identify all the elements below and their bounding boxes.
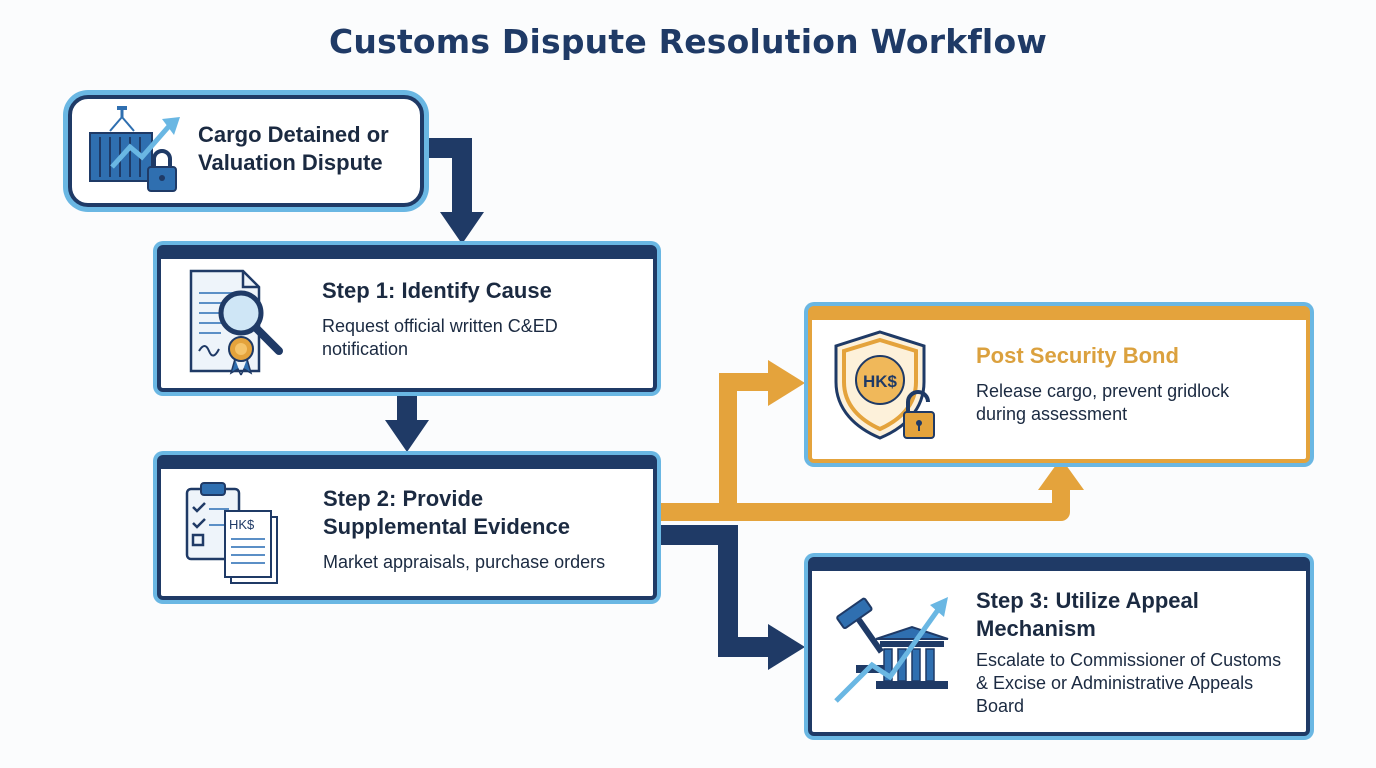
node-step-1: Step 1: Identify Cause Request official …	[157, 245, 657, 392]
shield-padlock-icon: HK$	[834, 330, 935, 440]
node-title: Step 1: Identify Cause	[322, 278, 552, 303]
arrowhead-step2-to-step3	[768, 624, 805, 670]
node-title: Post Security Bond	[976, 343, 1179, 368]
clipboard-checklist-invoice-icon: HK$	[185, 482, 278, 584]
arrow-start-to-step1	[420, 138, 472, 218]
node-title: Step 2: Provide Supplemental Evidence	[323, 486, 570, 539]
node-step-2: HK$ Step 2: Provide Supplemental Evidenc…	[157, 455, 657, 600]
arrow-step2-to-step3	[660, 525, 775, 657]
invoice-currency-label: HK$	[229, 517, 255, 532]
shield-currency-label: HK$	[863, 372, 898, 391]
arrowhead-step2-to-bond-side	[768, 360, 805, 406]
node-description: Market appraisals, purchase orders	[323, 552, 606, 572]
document-magnifier-seal-icon	[189, 269, 283, 376]
node-cargo-detained: Cargo Detained or Valuation Dispute	[68, 95, 424, 207]
arrow-step2-to-bond-upper	[660, 373, 775, 521]
node-description: Release cargo, prevent gridlock during a…	[976, 381, 1230, 424]
node-description: Escalate to Commissioner of Customs & Ex…	[976, 650, 1282, 716]
arrowhead-step1-to-step2	[385, 420, 429, 452]
locked-container-rising-chart-icon	[89, 106, 180, 192]
node-title: Step 3: Utilize Appeal Mechanism	[976, 588, 1199, 641]
arrowhead-start-to-step1	[440, 212, 484, 244]
gavel-courthouse-chart-icon	[834, 597, 949, 703]
node-post-security-bond: HK$ Post Security Bond Release cargo, pr…	[808, 306, 1310, 463]
node-step-3: Step 3: Utilize Appeal Mechanism Escalat…	[808, 557, 1310, 736]
node-description: Request official written C&ED notificati…	[322, 316, 558, 359]
arrowhead-step2-to-bond-bottom	[1038, 458, 1084, 490]
page-title: Customs Dispute Resolution Workflow	[328, 22, 1047, 61]
node-title: Cargo Detained or Valuation Dispute	[198, 122, 389, 175]
arrow-step2-to-bond	[660, 482, 1070, 521]
